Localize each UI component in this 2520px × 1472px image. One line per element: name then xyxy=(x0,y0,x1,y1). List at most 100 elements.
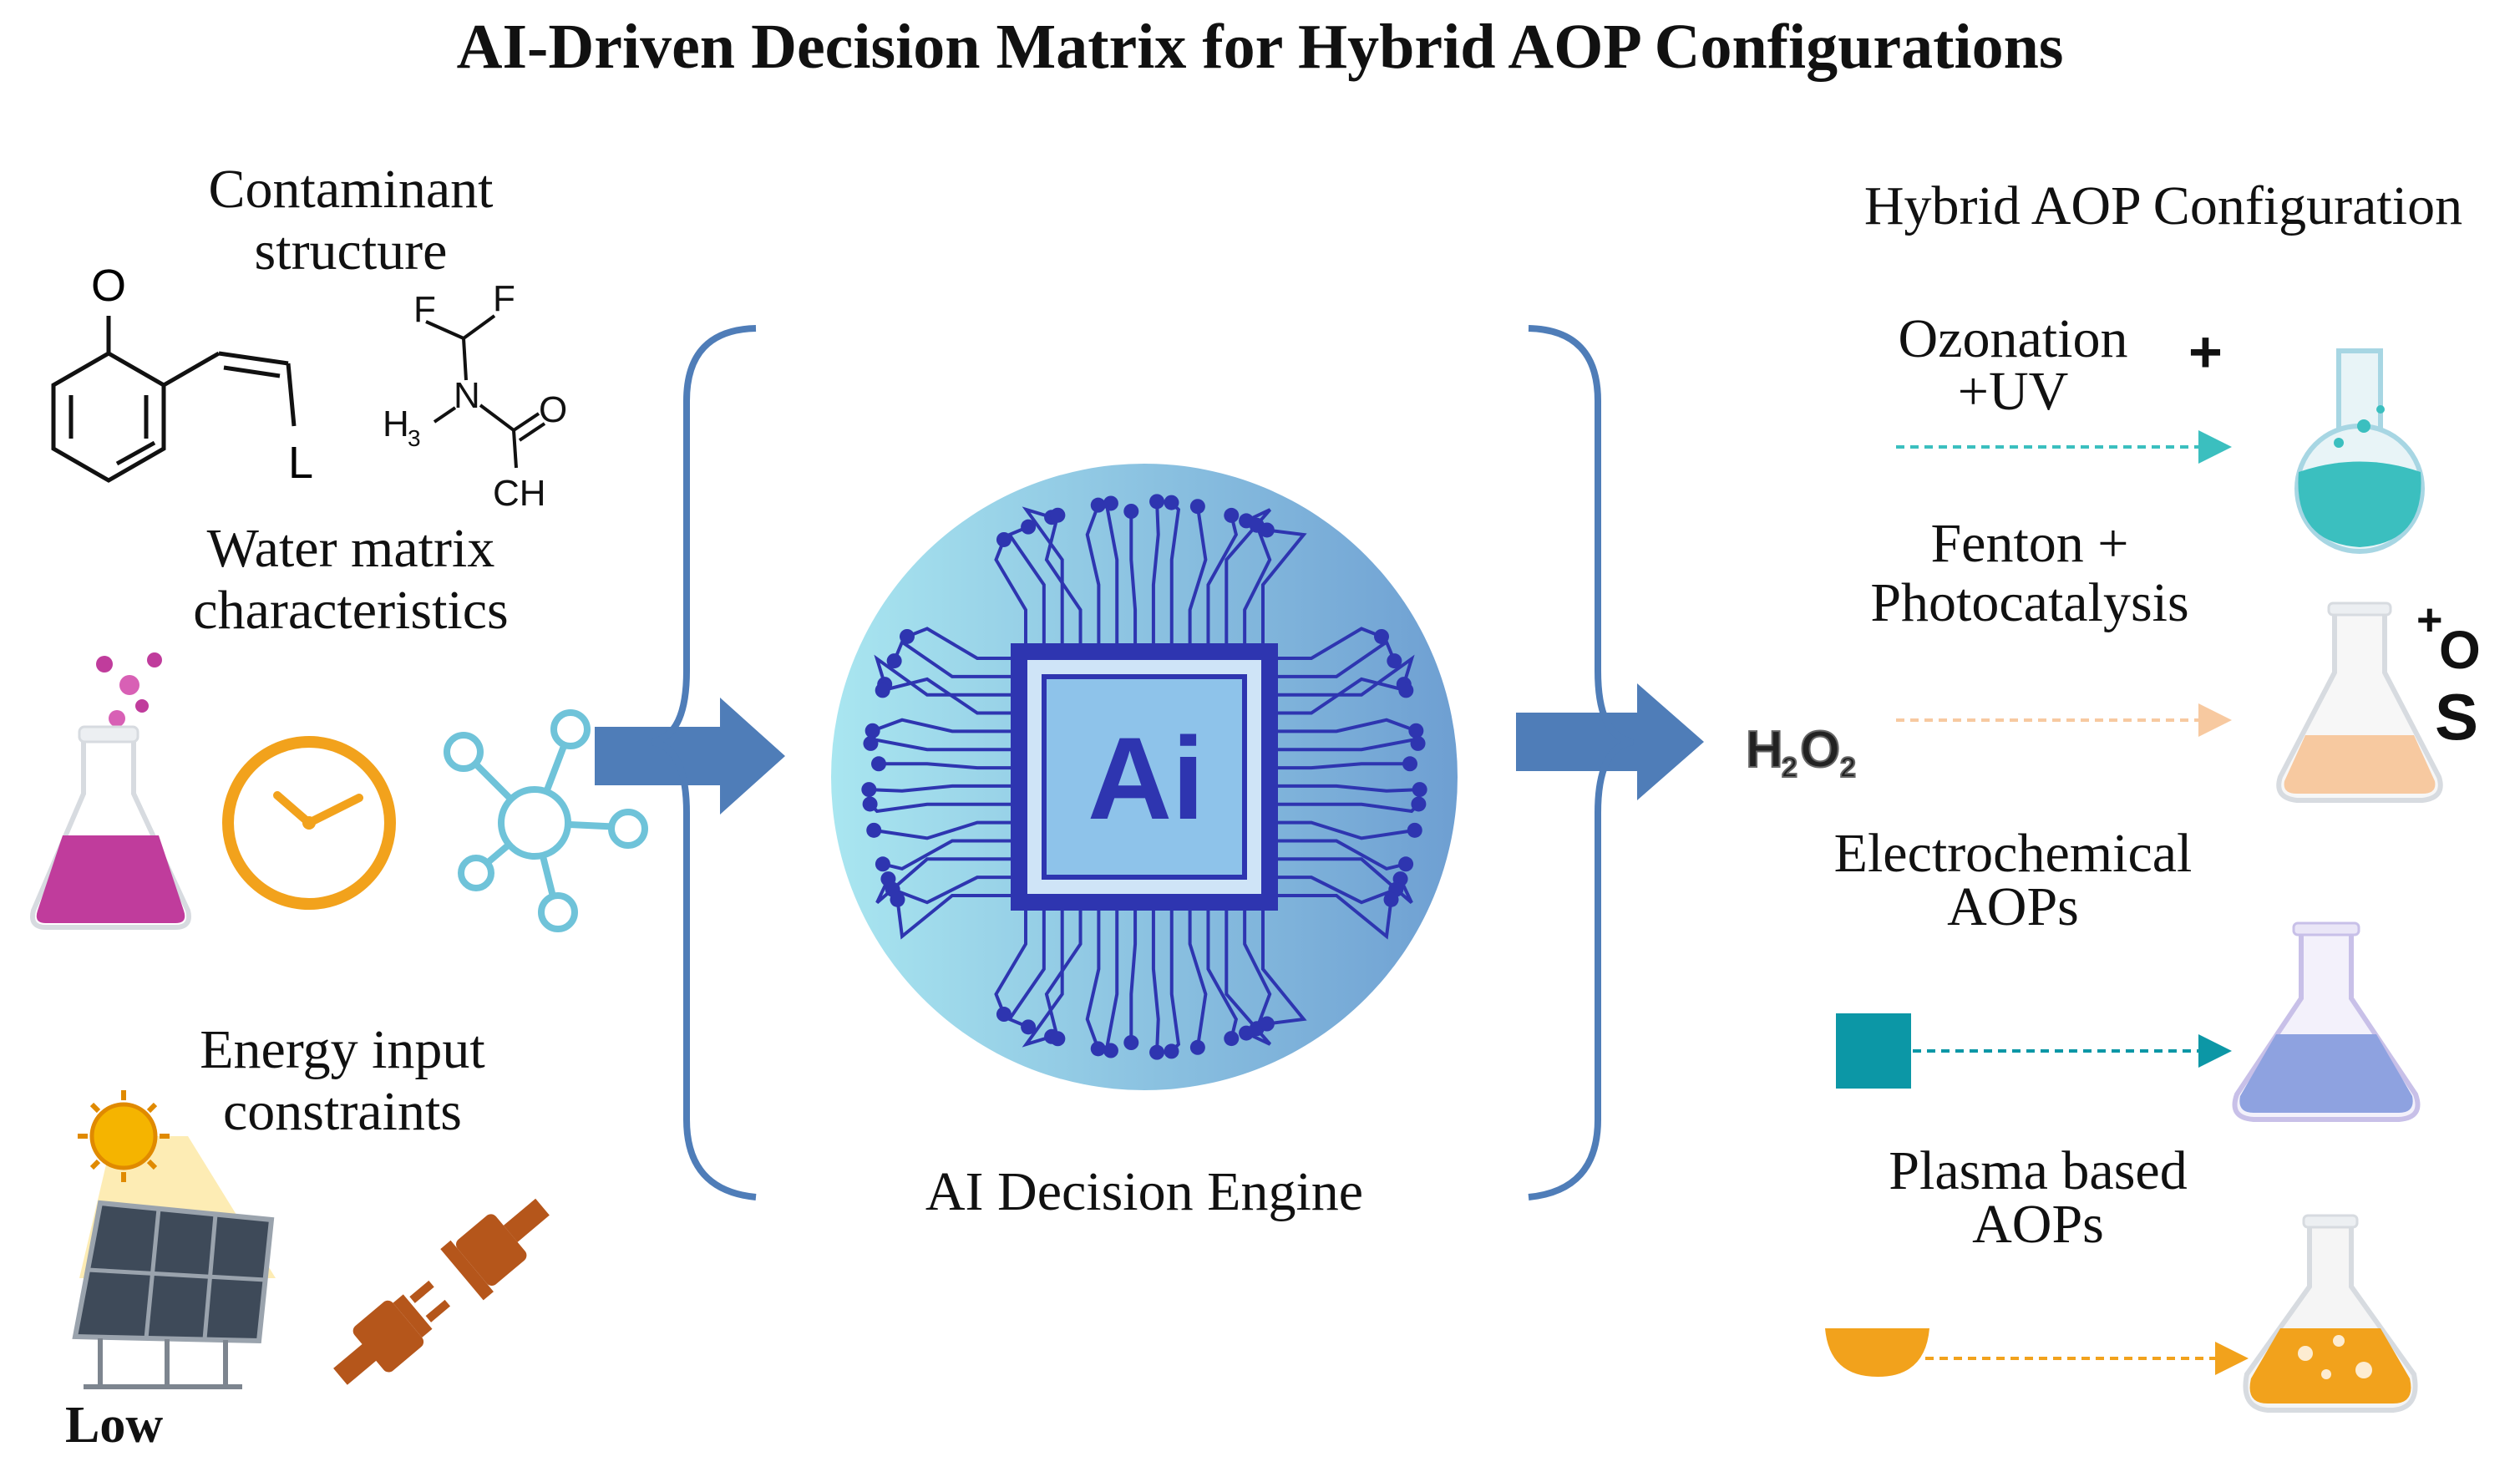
circuit-trace xyxy=(895,894,1011,940)
circuit-pad xyxy=(1398,683,1414,698)
molecule-methyl-sub: 3 xyxy=(408,425,421,451)
circuit-trace xyxy=(1278,762,1410,770)
water-matrix-label: Water matrix characteristics xyxy=(193,518,509,641)
circuit-pad xyxy=(1103,495,1118,511)
circuit-pad xyxy=(1123,1035,1139,1050)
teal-round-flask-icon xyxy=(2294,348,2425,554)
oxidant-plus: + xyxy=(2416,595,2443,645)
circuit-trace xyxy=(1278,677,1407,715)
plasma-bowl-icon xyxy=(1825,1328,1929,1377)
power-plug-icon xyxy=(333,1198,550,1385)
circuit-trace xyxy=(906,627,1011,660)
oxidant-s: S xyxy=(2435,680,2478,754)
molecule-ch-group: CH xyxy=(493,473,546,514)
circuit-trace xyxy=(1278,718,1417,733)
circuit-trace xyxy=(994,911,1027,1015)
circuit-trace xyxy=(1006,525,1046,643)
circuit-trace xyxy=(1129,911,1138,1043)
molecule-oxygen-atom: O xyxy=(91,261,126,311)
circuit-pad xyxy=(1189,499,1205,515)
circuit-trace xyxy=(1278,894,1393,940)
circuit-pad xyxy=(875,856,890,872)
circuit-pad xyxy=(996,531,1012,547)
molecule-fluorine-1: F xyxy=(413,289,436,330)
svg-text:O: O xyxy=(1800,721,1840,779)
circuit-trace xyxy=(1129,511,1138,643)
circuit-trace xyxy=(882,839,1011,871)
circuit-trace xyxy=(871,718,1011,733)
molecule-carbonyl-oxygen: O xyxy=(539,389,567,430)
circuit-trace xyxy=(875,857,1011,905)
left-bracket xyxy=(651,325,757,1200)
svg-text:2: 2 xyxy=(1782,752,1797,784)
blue-flask-icon xyxy=(2232,921,2421,1122)
circuit-trace xyxy=(1225,911,1272,1046)
circuit-pad xyxy=(1408,723,1424,739)
circuit-pad xyxy=(899,628,915,644)
circuit-trace xyxy=(1243,525,1272,643)
circuit-trace xyxy=(1188,505,1208,643)
circuit-trace xyxy=(1085,911,1101,1050)
circuit-trace xyxy=(1278,627,1382,660)
h2o2-label: H 2 O 2 xyxy=(1745,720,1857,784)
energy-low-label: Low xyxy=(65,1397,164,1454)
contaminant-structure-label: Contaminant structure xyxy=(208,159,494,282)
energy-input-label: Energy input constraints xyxy=(200,1019,485,1142)
molecule-methyl-h: H xyxy=(383,404,409,444)
circuit-trace xyxy=(1261,528,1307,643)
molecule-nitrogen: N xyxy=(454,375,480,416)
circuit-trace xyxy=(1044,911,1083,1039)
circuit-trace xyxy=(1206,515,1239,643)
circuit-pad xyxy=(1411,796,1427,812)
circuit-pad xyxy=(1387,653,1402,669)
contaminant-molecule-2 xyxy=(425,314,546,469)
circuit-trace xyxy=(1278,820,1416,840)
circuit-pad xyxy=(871,756,886,772)
molecule-fluorine-2: F xyxy=(493,278,515,319)
peach-flask-icon xyxy=(2276,601,2443,803)
circuit-pad xyxy=(861,782,877,798)
circuit-trace xyxy=(1006,911,1046,1029)
circuit-pad xyxy=(890,891,905,907)
electrode-square-icon xyxy=(1836,1013,1911,1089)
ozonation-plus-icon: + xyxy=(2188,319,2223,384)
circuit-pad xyxy=(1374,628,1390,644)
output-fenton-photocatalysis-label: Fenton + Photocatalysis xyxy=(1870,513,2189,634)
circuit-pad xyxy=(863,735,879,751)
circuit-pad xyxy=(1259,522,1275,538)
molecule-leaving-group: L xyxy=(288,438,313,488)
circuit-trace xyxy=(1085,504,1101,643)
circuit-pad xyxy=(1164,495,1179,510)
circuit-trace xyxy=(892,876,1011,905)
circuit-trace xyxy=(892,639,1011,678)
ai-engine-graphic xyxy=(831,464,1458,1090)
circuit-trace xyxy=(1261,911,1307,1026)
circuit-pad xyxy=(1189,1039,1205,1055)
ai-decision-engine-caption: AI Decision Engine xyxy=(925,1161,1364,1222)
circuit-pad xyxy=(886,653,902,669)
right-bracket xyxy=(1528,325,1634,1200)
circuit-trace xyxy=(1278,654,1415,697)
circuit-pad xyxy=(1412,782,1427,798)
circuit-trace xyxy=(1206,911,1239,1039)
circuit-trace xyxy=(994,539,1027,643)
circuit-pad xyxy=(1398,856,1414,872)
circuit-pad xyxy=(1149,1044,1165,1060)
oxidant-o: O xyxy=(2439,620,2481,680)
circuit-pad xyxy=(1164,1043,1179,1059)
svg-text:2: 2 xyxy=(1840,752,1856,784)
circuit-trace xyxy=(1188,911,1208,1048)
circuit-trace xyxy=(1151,501,1160,643)
contaminant-molecule-1 xyxy=(51,316,297,483)
circuit-trace xyxy=(1022,506,1064,643)
output-plasma-label: Plasma based AOPs xyxy=(1889,1140,2188,1256)
hybrid-aop-heading: Hybrid AOP Configuration xyxy=(1863,175,2463,236)
svg-text:H: H xyxy=(1746,721,1783,779)
circuit-pad xyxy=(1123,504,1139,519)
circuit-pad xyxy=(1383,891,1399,907)
circuit-trace xyxy=(1151,911,1160,1053)
output-arrow xyxy=(1516,683,1704,800)
circuit-trace xyxy=(1022,911,1064,1048)
circuit-pad xyxy=(1407,822,1422,838)
